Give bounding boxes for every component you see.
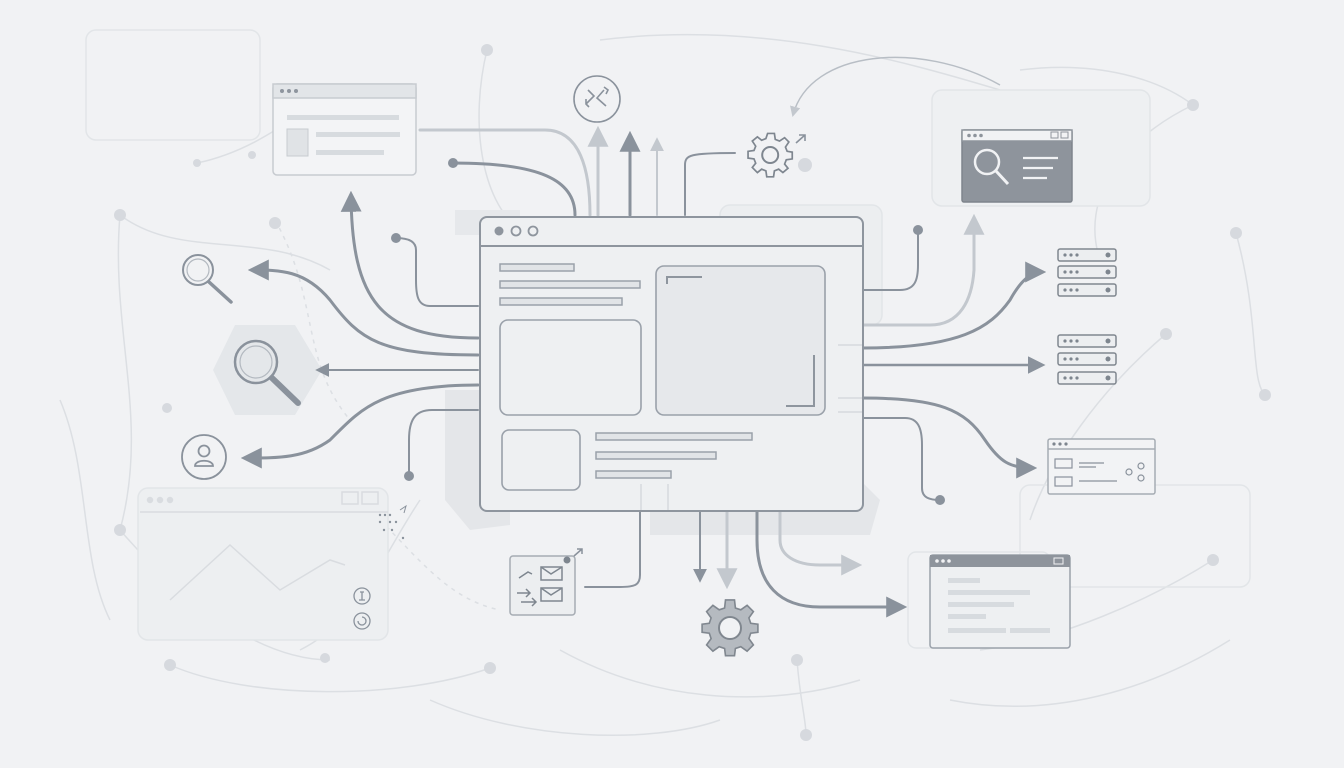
small-glyphs — [378, 504, 407, 540]
connections — [240, 130, 1047, 618]
image-panel — [655, 265, 826, 416]
content-card-small — [501, 429, 581, 491]
connections-light — [418, 125, 985, 590]
user-icon — [181, 434, 227, 480]
magnifier-large-icon — [233, 339, 301, 406]
background-nodes — [114, 44, 1271, 741]
connector-right-1 — [861, 231, 919, 291]
connector-left-4 — [240, 383, 480, 469]
connector-left-6 — [408, 409, 479, 477]
gear-icon-bottom — [701, 599, 759, 657]
window-maximize-dot — [527, 225, 539, 237]
connector-left-5 — [395, 237, 479, 307]
window-minimize-dot — [510, 225, 522, 237]
connector-bottom-1 — [584, 511, 641, 588]
text-placeholder-lines — [499, 263, 753, 479]
gear-icon — [747, 132, 794, 178]
content-card-left — [499, 319, 642, 416]
server-led-dots — [1063, 252, 1111, 381]
faint-marks — [640, 344, 862, 510]
magnifier-icon — [182, 254, 233, 304]
connector-bottom-3 — [755, 510, 908, 618]
refresh-arrows-icon — [573, 75, 621, 123]
small-circle-icons — [353, 587, 371, 630]
window-close-dot — [494, 226, 504, 236]
background-panel-details — [140, 491, 388, 601]
connector-right-5 — [861, 417, 941, 501]
mail-flow-icon — [509, 548, 583, 616]
gear-corner-arrow — [795, 134, 806, 144]
connector-top-3 — [684, 152, 736, 216]
curve-arrow-top-right — [790, 56, 1001, 118]
search-window-icon — [961, 129, 1073, 203]
connector-right-2 — [860, 261, 1047, 350]
browser-window-icon — [272, 83, 417, 176]
connector-endpoints — [391, 158, 945, 505]
server-stack-icon — [1057, 248, 1117, 385]
form-window-icon — [1047, 438, 1156, 495]
connector-top-1 — [451, 161, 577, 217]
connector-right-4 — [860, 396, 1038, 479]
document-window-icon — [929, 554, 1071, 649]
central-browser-window — [479, 216, 864, 512]
connector-left-1 — [340, 190, 480, 340]
connector-left-2 — [247, 259, 480, 357]
